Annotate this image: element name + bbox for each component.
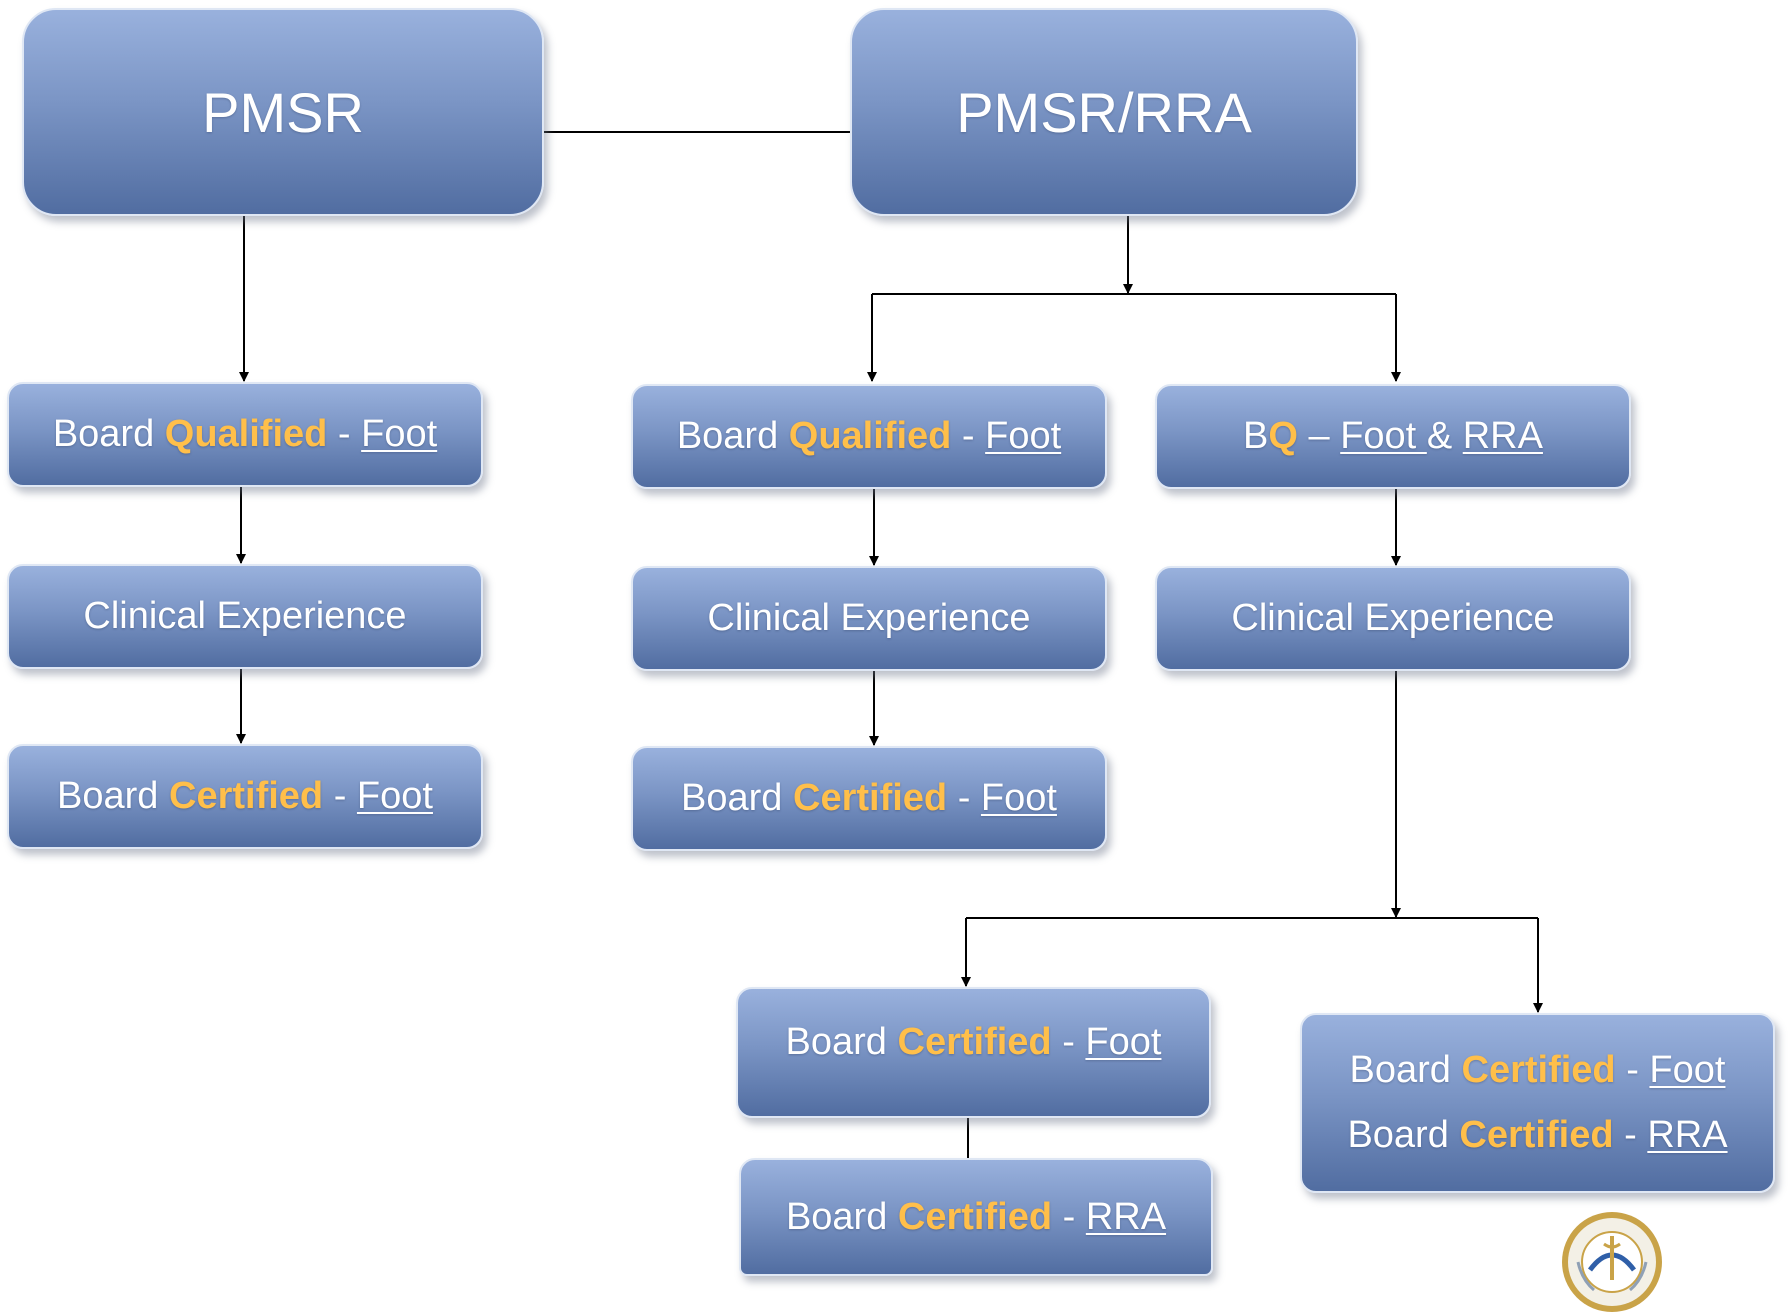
combined-line-rra: Board Certified - RRA (1347, 1114, 1728, 1156)
foot-link-text: Foot (1649, 1049, 1726, 1091)
highlight-text: Certified (897, 1195, 1053, 1238)
foot-link-text: Foot (980, 777, 1057, 819)
box-text: Board Certified - RRA (785, 1195, 1167, 1238)
rra-link-text: RRA (1462, 415, 1543, 457)
bottom-board-certified-foot: Board Certified - Foot (736, 987, 1211, 1118)
pmsr-rra-label: PMSR/RRA (956, 80, 1252, 144)
highlight-text: Q (1268, 415, 1298, 457)
bottom-combined-certified: Board Certified - Foot Board Certified -… (1300, 1013, 1775, 1193)
rra-link-text: RRA (1085, 1195, 1167, 1238)
box-text: Board Certified - Foot (57, 775, 433, 817)
highlight-text: Certified (1459, 1114, 1614, 1156)
middle-board-qualified-foot: Board Qualified - Foot (631, 384, 1107, 489)
left-board-certified-foot: Board Certified - Foot (7, 744, 483, 849)
highlight-text: Certified (169, 775, 324, 817)
pmsr-box: PMSR (22, 8, 544, 216)
box-text: BQ – Foot & RRA (1243, 415, 1543, 457)
foot-link-text: Foot (985, 415, 1062, 457)
seal-logo-icon (1562, 1212, 1662, 1312)
highlight-text: Qualified (788, 415, 952, 457)
middle-clinical-experience: Clinical Experience (631, 566, 1107, 671)
clinical-experience-label: Clinical Experience (1231, 597, 1555, 639)
pmsr-label: PMSR (202, 80, 364, 144)
box-text: Board Qualified - Foot (52, 413, 438, 455)
box-text: Board Certified - Foot (681, 777, 1057, 819)
right-clinical-experience: Clinical Experience (1155, 566, 1631, 671)
highlight-text: Certified (1461, 1049, 1616, 1091)
connector-lines (236, 131, 1543, 1158)
rra-link-text: RRA (1647, 1114, 1728, 1156)
foot-link-text: Foot (356, 775, 433, 817)
left-board-qualified-foot: Board Qualified - Foot (7, 382, 483, 487)
middle-board-certified-foot: Board Certified - Foot (631, 746, 1107, 851)
foot-link-text: Foot (1085, 1021, 1162, 1063)
bottom-board-certified-rra: Board Certified - RRA (739, 1158, 1213, 1276)
clinical-experience-label: Clinical Experience (707, 597, 1031, 639)
foot-link-text: Foot (1340, 415, 1427, 457)
left-clinical-experience: Clinical Experience (7, 564, 483, 669)
foot-link-text: Foot (361, 413, 438, 455)
highlight-text: Certified (897, 1021, 1052, 1063)
box-text: Board Qualified - Foot (676, 415, 1062, 457)
highlight-text: Certified (793, 777, 948, 819)
right-bq-foot-rra: BQ – Foot & RRA (1155, 384, 1631, 489)
combined-line-foot: Board Certified - Foot (1349, 1049, 1726, 1091)
box-text: Board Certified - Foot (785, 1021, 1162, 1063)
highlight-text: Qualified (164, 413, 328, 455)
pmsr-rra-box: PMSR/RRA (850, 8, 1358, 216)
clinical-experience-label: Clinical Experience (83, 595, 407, 637)
